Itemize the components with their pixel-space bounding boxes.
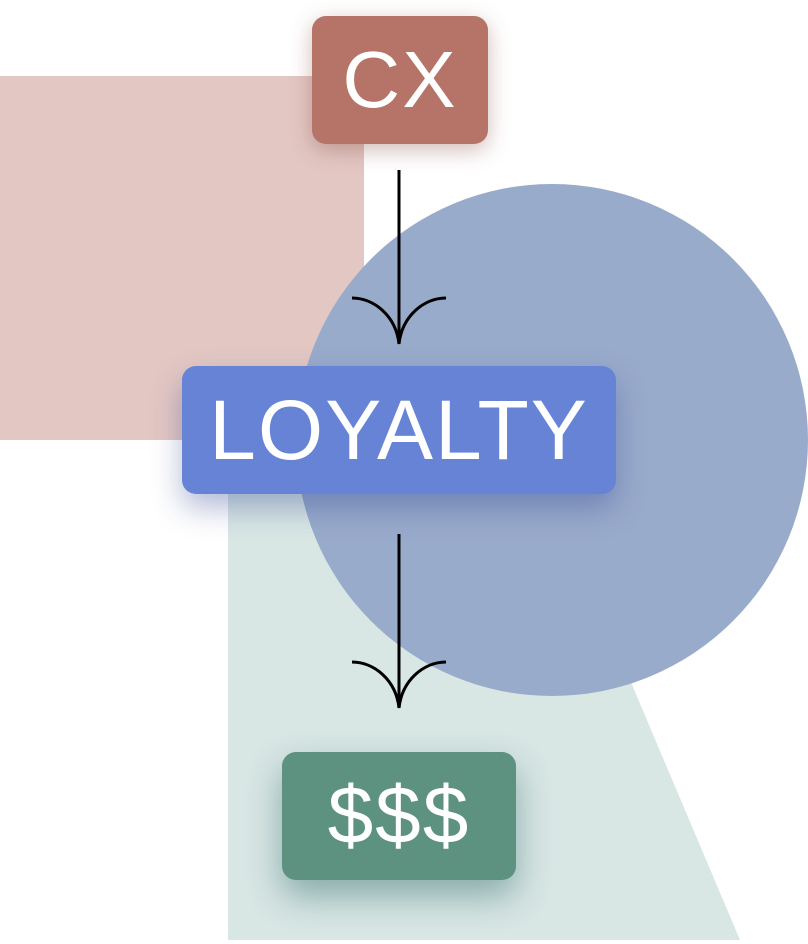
node-loyalty-label: LOYALTY bbox=[209, 383, 589, 477]
node-cx: CX bbox=[312, 16, 488, 144]
node-money: $$$ bbox=[282, 752, 516, 880]
arrow-loyalty-to-money bbox=[351, 534, 447, 709]
node-loyalty: LOYALTY bbox=[182, 366, 616, 494]
node-money-label: $$$ bbox=[327, 770, 471, 861]
arrow-cx-to-loyalty bbox=[351, 170, 447, 345]
node-cx-label: CX bbox=[342, 35, 458, 124]
